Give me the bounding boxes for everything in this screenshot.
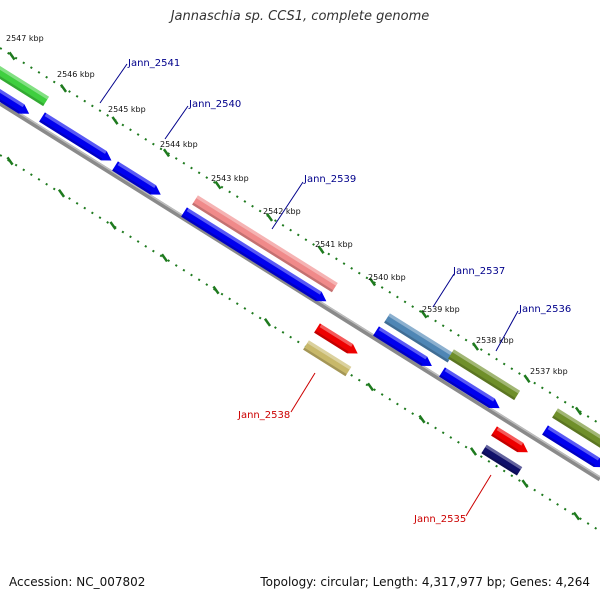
major-tick-mark xyxy=(368,277,377,287)
gene-bar-pink[interactable] xyxy=(192,195,338,293)
leader-jann-2537 xyxy=(432,273,455,308)
leader-jann-2541 xyxy=(99,63,128,104)
tick-label: 2542 kbp xyxy=(263,207,301,216)
gene-label-jann-2541[interactable]: Jann_2541 xyxy=(127,58,180,69)
major-tick-mark xyxy=(521,479,529,489)
gene-features xyxy=(0,55,600,476)
gene-label-jann-2540[interactable]: Jann_2540 xyxy=(188,99,241,110)
gene-bar-khaki[interactable] xyxy=(303,340,352,377)
major-tick-mark xyxy=(109,221,117,230)
major-tick-mark xyxy=(214,180,222,190)
tick-label: 2546 kbp xyxy=(57,70,95,79)
major-tick-mark xyxy=(265,213,274,222)
tick-label: 2541 kbp xyxy=(315,240,353,249)
gene-labels: Jann_2541 Jann_2540 Jann_2539 Jann_2537 … xyxy=(127,58,571,525)
cds-arrow[interactable] xyxy=(112,161,164,199)
gene-label-jann-2538[interactable]: Jann_2538 xyxy=(237,410,290,421)
cds-arrow[interactable] xyxy=(439,367,502,412)
cds-arrow[interactable] xyxy=(542,425,600,471)
major-tick-mark xyxy=(212,285,220,295)
tick-label: 2540 kbp xyxy=(368,273,406,282)
cds-arrow[interactable] xyxy=(0,78,32,118)
page-title: Jannaschia sp. CCS1, complete genome xyxy=(170,9,430,24)
gene-label-jann-2539[interactable]: Jann_2539 xyxy=(303,174,356,185)
gene-bar-olive[interactable] xyxy=(448,349,521,401)
tick-labels: 2547 kbp 2546 kbp 2545 kbp 2544 kbp 2543… xyxy=(6,34,568,376)
major-tick-mark xyxy=(8,51,16,61)
major-tick-mark xyxy=(263,318,272,327)
cds-arrow[interactable] xyxy=(373,326,435,370)
gene-label-jann-2536[interactable]: Jann_2536 xyxy=(518,304,571,315)
genome-summary-text: Topology: circular; Length: 4,317,977 bp… xyxy=(260,575,590,589)
leader-jann-2540 xyxy=(164,105,189,140)
gene-label-jann-2535[interactable]: Jann_2535 xyxy=(413,514,466,525)
tick-label: 2547 kbp xyxy=(6,34,44,43)
major-tick-mark xyxy=(111,116,119,125)
major-tick-mark xyxy=(523,374,531,384)
accession-text: Accession: NC_007802 xyxy=(9,575,146,589)
label-leader-lines xyxy=(99,63,519,517)
major-tick-mark xyxy=(469,447,478,456)
gene-arrow-red[interactable] xyxy=(491,426,531,457)
major-tick-mark xyxy=(572,511,581,521)
tick-label: 2539 kbp xyxy=(422,305,460,314)
major-tick-mark xyxy=(317,245,325,254)
gene-label-jann-2537[interactable]: Jann_2537 xyxy=(452,266,505,277)
upper-tick-guide xyxy=(0,47,600,425)
gene-bar-olive-2[interactable] xyxy=(552,408,600,461)
major-tick-mark xyxy=(160,253,169,263)
major-tick-mark xyxy=(366,382,375,392)
gene-bar-steel[interactable] xyxy=(384,313,454,363)
major-tick-mark xyxy=(162,148,171,158)
major-tick-mark xyxy=(6,156,14,166)
major-tick-mark xyxy=(420,309,428,319)
leader-jann-2539 xyxy=(271,181,304,230)
tick-guide-lines xyxy=(0,47,600,532)
tick-label: 2538 kbp xyxy=(476,336,514,345)
cds-arrow[interactable] xyxy=(39,112,114,165)
major-tick-mark xyxy=(574,406,583,416)
lower-tick-guide xyxy=(0,154,600,532)
tick-label: 2544 kbp xyxy=(160,140,198,149)
leader-jann-2536 xyxy=(495,310,519,352)
tick-label: 2543 kbp xyxy=(211,174,249,183)
leader-jann-2535 xyxy=(465,474,492,517)
major-tick-mark xyxy=(59,83,68,93)
cds-arrow[interactable] xyxy=(181,207,329,306)
gene-arrow-red[interactable] xyxy=(314,323,361,358)
leader-jann-2538 xyxy=(290,372,316,413)
tick-label: 2545 kbp xyxy=(108,105,146,114)
gene-bar-green[interactable] xyxy=(0,55,50,107)
major-tick-mark xyxy=(471,342,480,351)
major-tick-mark xyxy=(57,188,66,198)
gene-bar-navy[interactable] xyxy=(481,444,523,476)
tick-label: 2537 kbp xyxy=(530,367,568,376)
major-tick-mark xyxy=(418,414,426,424)
